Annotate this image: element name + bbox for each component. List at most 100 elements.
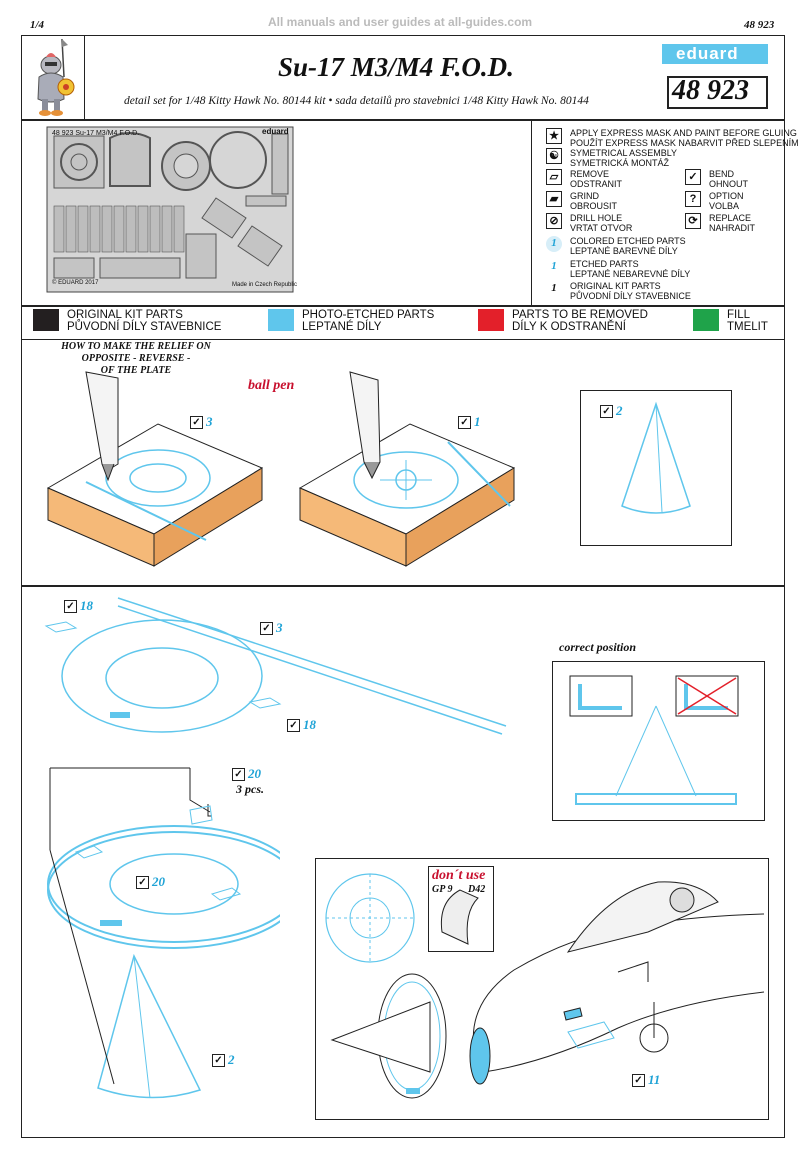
- remove-icon: ▱: [546, 169, 562, 185]
- fret-illustration: [46, 126, 294, 293]
- fret-made-in: Made in Czech Republic: [232, 282, 298, 288]
- watermark: All manuals and user guides at all-guide…: [268, 15, 533, 29]
- three-pieces-label: 3 pcs.: [236, 782, 264, 796]
- legend-label-cz: VRTAT OTVOR: [570, 223, 633, 233]
- legend-label-cz: LEPTANÉ NEBAREVNÉ DÍLY: [570, 269, 691, 279]
- bend-icon: ✓: [190, 415, 203, 429]
- legend-label-cz: VOLBA: [709, 201, 740, 211]
- legend-label-en: BEND: [709, 169, 735, 179]
- section-relief: [21, 340, 785, 586]
- legend-label-cz: ODSTRANIT: [570, 179, 623, 189]
- relief-illustration-right: [298, 371, 516, 567]
- legend-label-cz: PŮVODNÍ DÍLY STAVEBNICE: [570, 291, 691, 301]
- set-number-box: [667, 76, 768, 109]
- colored-parts-icon: 1: [546, 236, 562, 252]
- ring-assembly-top: [44, 597, 507, 735]
- correct-position-label: correct position: [559, 640, 636, 654]
- drill-icon: ⊘: [546, 213, 562, 229]
- set-number-top: 48 923: [744, 19, 775, 31]
- legend-label-en: REPLACE: [709, 213, 752, 223]
- swatch-kit-parts: [33, 309, 59, 331]
- step-3-relief: ✓3: [190, 414, 213, 430]
- step-11: ✓11: [632, 1072, 660, 1088]
- header-frame: [21, 35, 785, 120]
- option-icon: ?: [685, 191, 701, 207]
- bend-icon: ✓: [136, 875, 149, 889]
- eduard-mascot-logo: [37, 38, 75, 116]
- bend-icon: ✓: [232, 767, 245, 781]
- star-icon: ★: [546, 128, 562, 144]
- replace-icon: ⟳: [685, 213, 701, 229]
- symmetrical-icon: ☯: [546, 148, 562, 164]
- legend-label-cz: POUŽÍT EXPRESS MASK NABARVIT PŘED SLEPEN…: [570, 138, 799, 148]
- bend-icon: ✓: [685, 169, 701, 185]
- bend-icon: ✓: [600, 404, 613, 418]
- step-2-cone-assembly: ✓2: [212, 1052, 235, 1068]
- legend-label-en: COLORED ETCHED PARTS: [570, 236, 686, 246]
- relief-illustration-left: [46, 371, 264, 567]
- dont-use-label: don´t use: [432, 868, 486, 883]
- legend-label-cz: LEPTANÉ BAREVNÉ DÍLY: [570, 246, 678, 256]
- set-number: 48 923: [672, 75, 749, 106]
- cone-box: [580, 390, 732, 546]
- etched-parts-icon: 1: [551, 260, 557, 272]
- header-divider: [84, 35, 85, 120]
- bend-icon: ✓: [458, 415, 471, 429]
- page-title: Su-17 M3/M4 F.O.D.: [278, 52, 514, 82]
- step-1-relief: ✓1: [458, 414, 481, 430]
- legend-label-cz: OBROUSIT: [570, 201, 618, 211]
- step-18-top: ✓18: [64, 598, 93, 614]
- dont-use-box: [428, 866, 494, 952]
- step-20-inner: ✓20: [136, 874, 165, 890]
- fret-copyright: © EDUARD 2017: [52, 280, 99, 286]
- legend-label-en: GRIND: [570, 191, 599, 201]
- bend-icon: ✓: [260, 621, 273, 635]
- brand-name: eduard: [676, 44, 739, 63]
- legend-label-en: ETCHED PARTS: [570, 259, 639, 269]
- page-number: 1/4: [30, 19, 45, 31]
- gp9-label: GP 9: [432, 884, 453, 895]
- legend-express-mask: ★ APPLY EXPRESS MASK AND PAINT BEFORE GL…: [546, 128, 799, 150]
- bend-icon: ✓: [212, 1053, 225, 1067]
- kit-parts-icon: 1: [551, 282, 557, 294]
- d42-label: D42: [468, 884, 486, 895]
- swatch-photo-etched: [268, 309, 294, 331]
- legend-label-en: ORIGINAL KIT PARTS: [570, 281, 661, 291]
- step-3-strip: ✓3: [260, 620, 283, 636]
- legend-label-cz: NAHRADIT: [709, 223, 756, 233]
- color-legend-bar: [21, 306, 785, 340]
- fret-legend-frame: [21, 120, 785, 306]
- legend-label-en: DRILL HOLE: [570, 213, 623, 223]
- aircraft-illustration: [325, 873, 765, 1099]
- fret-brand: eduard: [262, 127, 289, 136]
- step-2-cone: ✓2: [600, 403, 623, 419]
- legend-label-en: APPLY EXPRESS MASK AND PAINT BEFORE GLUI…: [570, 128, 797, 138]
- step-20-top: ✓20: [232, 766, 261, 782]
- brand-badge: [662, 44, 768, 64]
- correct-position-diagram: [569, 675, 739, 805]
- ring-assembly-bottom: [47, 767, 280, 1099]
- section-assembly: [21, 586, 785, 1138]
- legend-divider: [531, 120, 532, 306]
- fret-label: 48 923 Su-17 M3/M4 F.O.D.: [52, 130, 140, 137]
- legend-label-en: REMOVE: [570, 169, 610, 179]
- grind-icon: ▰: [546, 191, 562, 207]
- bend-icon: ✓: [287, 718, 300, 732]
- ball-pen-label: ball pen: [248, 378, 295, 393]
- step-18-bottom: ✓18: [287, 717, 316, 733]
